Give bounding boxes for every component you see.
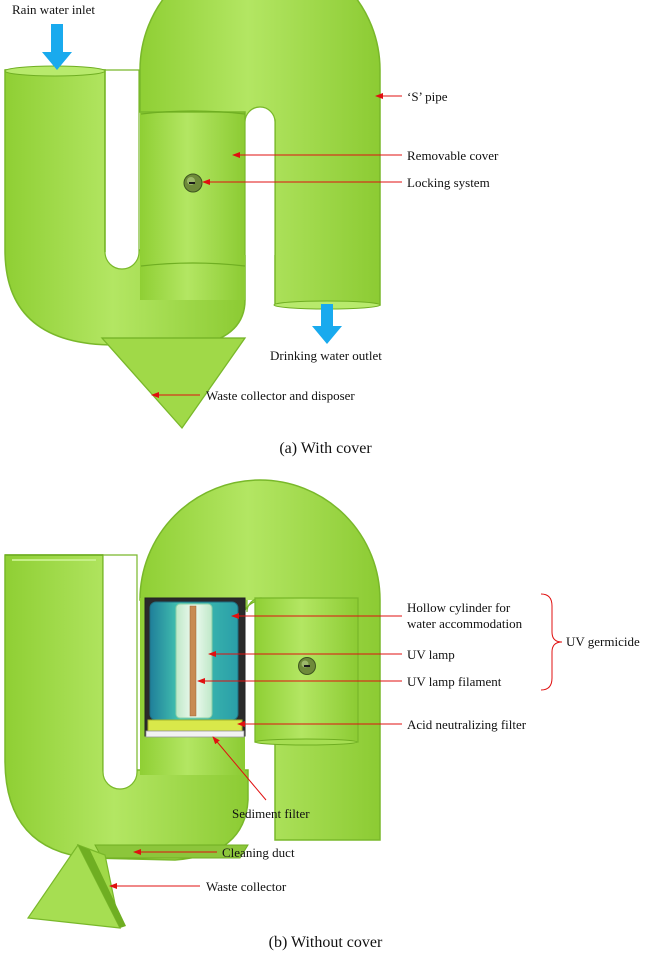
label-uv-lamp: UV lamp bbox=[407, 647, 455, 662]
label-cleaning-duct: Cleaning duct bbox=[222, 845, 295, 860]
label-removable-cover: Removable cover bbox=[407, 148, 499, 163]
gap-top-a bbox=[244, 106, 276, 255]
cover-bottom-seam-a bbox=[140, 262, 246, 267]
label-locking-system: Locking system bbox=[407, 175, 490, 190]
label-rain-water-inlet: Rain water inlet bbox=[12, 2, 96, 17]
leaders-b bbox=[109, 613, 402, 889]
sediment-filter bbox=[145, 730, 245, 738]
label-hollow-cylinder-1: Hollow cylinder for bbox=[407, 600, 511, 615]
label-uv-germicide: UV germicide bbox=[566, 634, 640, 649]
gap-bottom-a bbox=[104, 69, 140, 270]
caption-b: (b) Without cover bbox=[268, 934, 383, 951]
cover-top-seam-a bbox=[140, 110, 246, 115]
leaders-a bbox=[151, 93, 402, 398]
gap-bottom-b bbox=[102, 554, 138, 790]
acid-neutralizing-filter bbox=[147, 719, 243, 732]
outlet-arrow-icon bbox=[312, 304, 342, 344]
label-acid-neutralizing-filter: Acid neutralizing filter bbox=[407, 717, 527, 732]
uv-lamp-filament bbox=[189, 605, 197, 717]
label-sediment-filter: Sediment filter bbox=[232, 806, 310, 821]
label-waste-collector-disposer: Waste collector and disposer bbox=[206, 388, 355, 403]
label-s-pipe: ‘S’ pipe bbox=[407, 89, 448, 104]
pipe-middle-a bbox=[140, 112, 245, 300]
inlet-arrow-icon bbox=[42, 24, 72, 70]
uv-germicide-brace bbox=[540, 593, 563, 691]
label-drinking-water-outlet: Drinking water outlet bbox=[270, 348, 382, 363]
waste-cone-a bbox=[100, 337, 247, 430]
label-waste-collector: Waste collector bbox=[206, 879, 287, 894]
caption-a: (a) With cover bbox=[279, 440, 372, 457]
label-hollow-cylinder-2: water accommodation bbox=[407, 616, 523, 631]
label-uv-lamp-filament: UV lamp filament bbox=[407, 674, 502, 689]
